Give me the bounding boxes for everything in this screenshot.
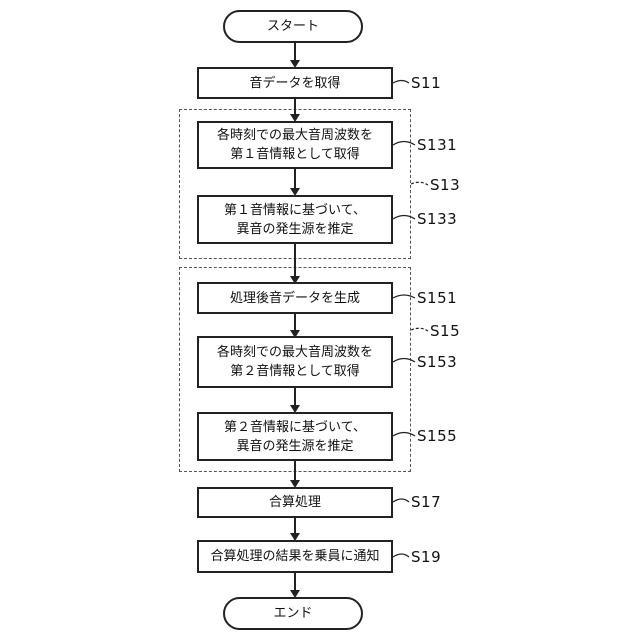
step-text: 第１音情報として取得	[230, 145, 360, 164]
leader-line-s13	[411, 182, 428, 185]
step-label-s17: S17	[411, 493, 441, 511]
step-label-s131: S131	[417, 136, 457, 154]
end-label: エンド	[273, 604, 312, 623]
step-text: 合算処理の結果を乗員に通知	[210, 547, 379, 566]
step-text: 合算処理	[269, 493, 321, 512]
leader-line-s11	[393, 81, 409, 84]
start-label: スタート	[267, 17, 319, 36]
step-text: 第２音情報として取得	[230, 362, 360, 381]
step-label-s155: S155	[417, 427, 457, 445]
step-box-s11: 音データを取得	[197, 67, 393, 99]
start-terminal: スタート	[223, 10, 363, 43]
step-text: 異音の発生源を推定	[236, 220, 353, 239]
step-box-s151: 処理後音データを生成	[197, 282, 393, 314]
step-text: 異音の発生源を推定	[236, 437, 353, 456]
leader-line-s19	[393, 554, 409, 557]
step-text: 処理後音データを生成	[230, 289, 360, 308]
step-box-s153: 各時刻での最大音周波数を 第２音情報として取得	[197, 336, 393, 388]
step-label-s151: S151	[417, 289, 457, 307]
leader-line-s15	[411, 328, 428, 331]
step-text: 各時刻での最大音周波数を	[217, 343, 373, 362]
leader-line-s17	[393, 499, 409, 502]
step-box-s19: 合算処理の結果を乗員に通知	[197, 540, 393, 573]
group-label-s15: S15	[430, 322, 460, 340]
step-label-s19: S19	[411, 548, 441, 566]
step-label-s133: S133	[417, 210, 457, 228]
step-box-s133: 第１音情報に基づいて、 異音の発生源を推定	[197, 195, 393, 244]
step-box-s17: 合算処理	[197, 487, 393, 518]
step-label-s11: S11	[411, 74, 441, 92]
step-label-s153: S153	[417, 353, 457, 371]
step-box-s155: 第２音情報に基づいて、 異音の発生源を推定	[197, 412, 393, 461]
step-text: 各時刻での最大音周波数を	[217, 126, 373, 145]
step-text: 第２音情報に基づいて、	[224, 418, 366, 437]
end-terminal: エンド	[223, 597, 363, 630]
step-box-s131: 各時刻での最大音周波数を 第１音情報として取得	[197, 121, 393, 169]
step-text: 第１音情報に基づいて、	[224, 201, 366, 220]
group-label-s13: S13	[430, 176, 460, 194]
step-text: 音データを取得	[249, 74, 340, 93]
